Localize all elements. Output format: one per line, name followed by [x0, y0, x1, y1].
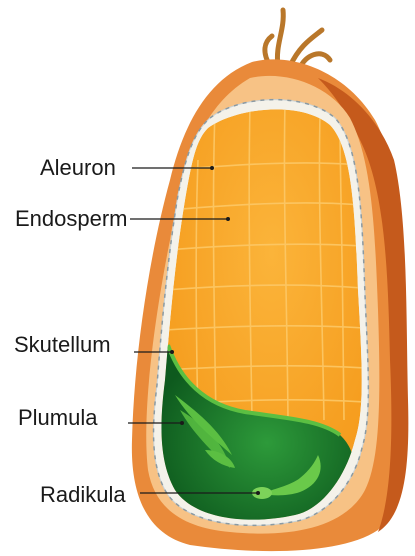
label-endosperm: Endosperm — [15, 206, 128, 231]
aleuron-dot — [210, 166, 214, 170]
endosperm-dot — [226, 217, 230, 221]
label-radikula: Radikula — [40, 482, 126, 507]
label-plumula: Plumula — [18, 405, 98, 430]
radikula-dot — [256, 491, 260, 495]
label-aleuron: Aleuron — [40, 155, 116, 180]
label-skutellum: Skutellum — [14, 332, 111, 357]
skutellum-dot — [170, 350, 174, 354]
grain-hairs — [265, 10, 330, 68]
plumula-dot — [180, 421, 184, 425]
